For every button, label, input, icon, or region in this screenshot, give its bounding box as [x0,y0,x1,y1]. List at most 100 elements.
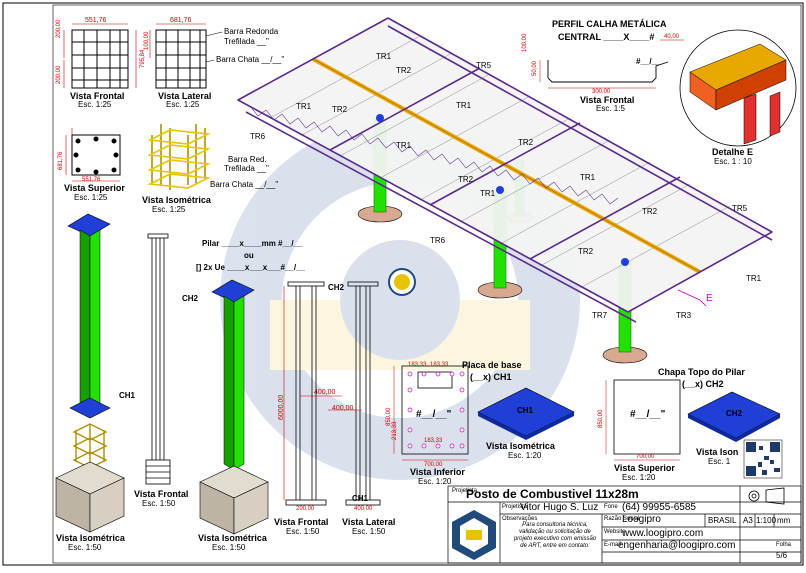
tb-label-email: E-mail [604,542,622,548]
truss-label-tr1-g: TR1 [746,274,762,283]
truss-label-tr1-e: TR1 [580,173,596,182]
truss-label-tr5-b: TR5 [732,204,748,213]
frontal-top-scale: Esc. 1:25 [78,100,112,109]
frontal-column-scale: Esc. 1:50 [142,499,176,508]
tb-website[interactable]: www.loogipro.com [622,528,704,539]
tb-sheet-size: A3 [743,516,753,525]
detail-marker-e: E [706,293,713,304]
truss-label-tr2-f: TR2 [578,247,594,256]
pilar-dim-height: 6000,00 [278,394,285,420]
top-plate-dim-w: 700,00 [636,454,655,460]
pilar-spec-line-2: ou [244,251,254,260]
top-plate-scale: Esc. 1:20 [622,473,656,482]
pilar-frontal-tag-top: CH2 [328,283,345,292]
iso-cage-scale: Esc. 1:25 [152,205,186,214]
dim-frontal-h2: 795,84 [140,49,146,68]
tb-unit: mm [777,516,791,525]
top-plate-thickness: #__/__" [630,409,666,420]
top-plate-isometric [687,391,781,442]
base-plate-dim-width: 700,00 [424,462,443,468]
tb-label-designer: Projetista [502,504,528,510]
iso-column-right-title: Vista Isométrica [198,533,267,543]
truss-label-tr1-f: TR1 [480,189,496,198]
center-logo [388,268,416,296]
base-plate-dim-d: 213,33 [392,421,398,440]
superior-top-scale: Esc. 1:25 [74,193,108,202]
company-logo [452,510,496,560]
pilar-lateral-dim-base: 400,00 [354,506,373,512]
tb-label-company: Razão Social [604,516,640,522]
cage-frontal-view [63,23,137,89]
superior-top-title: Vista Superior [64,183,125,193]
calha-scale: Esc. 1:5 [596,104,625,113]
tb-designer: Vitor Hugo S. Luz [520,502,599,513]
iso-cage-note-3: Barra Chata __/__" [210,180,279,189]
top-plate-title: Chapa Topo do Pilar [658,367,745,377]
base-plate-iso-tag: CH1 [517,406,534,415]
dim-frontal-h1: 200,00 [56,19,62,38]
top-plate-drawing [605,379,681,461]
truss-label-tr2-c: TR2 [518,138,534,147]
iso-column-right-tag: CH2 [182,294,199,303]
truss-label-tr6-a: TR6 [250,132,266,141]
column-isometric-right [199,279,269,535]
iso-column-left-title: Vista Isométrica [56,533,125,543]
iso-cage-note-2: Trefilada __" [224,164,269,173]
dim-lateral-h: 100,00 [144,31,150,50]
pilar-lateral-scale: Esc. 1:50 [352,527,386,536]
calha-dim-3: 50,00 [532,60,538,76]
base-plate-dim-a: 183,33 [408,362,427,368]
canopy-structure [236,17,774,364]
truss-label-tr7: TR7 [592,311,608,320]
base-plate-dim-e: 183,33 [424,438,443,444]
tb-email[interactable]: engenharia@loogipro.com [618,540,736,551]
tb-project-title: Posto de Combustivel 11x28m [466,487,639,501]
dim-superior-w: 551,76 [82,177,101,183]
tb-label-site: Website [604,529,626,535]
truss-label-tr3: TR3 [676,311,692,320]
iso-cage-title: Vista Isométrica [142,195,211,205]
truss-label-tr1-a: TR1 [376,52,392,61]
base-plate-scale: Esc. 1:20 [418,477,452,486]
base-plate-iso-scale: Esc. 1:20 [508,451,542,460]
lateral-note-2: Trefilada __" [224,37,269,46]
top-plate-iso-scale: Esc. 1 [708,457,731,466]
frontal-top-title: Vista Frontal [70,91,125,101]
pilar-frontal-drawing [283,281,342,506]
top-plate-view: Vista Superior [614,463,675,473]
tb-page: 5/6 [776,551,788,560]
tb-label-notes: Observações [502,516,538,522]
pilar-lateral-dim-width: 400,00 [332,405,354,412]
lateral-note-1: Barra Redonda [224,27,279,36]
tb-scale: 1:100 [756,516,777,525]
tb-notes: Para consultoria técnica, validação ou s… [513,522,597,549]
pilar-spec-line-3: [] 2x Ue ____x___x___#__/__ [196,263,305,272]
lateral-note-3: Barra Chata __/__" [216,55,285,64]
truss-label-tr2-b: TR2 [332,105,348,114]
calha-view: Vista Frontal [580,95,635,105]
cage-isometric-view [147,124,211,190]
tb-label-project: Projetista [452,488,478,494]
dim-frontal-h3: 200,00 [56,65,62,84]
pilar-frontal-scale: Esc. 1:50 [286,527,320,536]
base-plate-iso-title: Vista Isométrica [486,441,555,451]
top-plate-iso-title: Vista Ison [696,447,739,457]
base-plate-drawing [393,365,469,461]
qr-code [743,439,783,479]
dim-frontal-width: 551,76 [85,17,107,24]
calha-dim-2: 100,00 [522,33,528,52]
lateral-top-title: Vista Lateral [158,91,212,101]
pilar-frontal-tag-bottom: CH1 [352,494,369,503]
calha-profile-drawing [539,39,684,89]
pilar-lateral-drawing [328,281,381,506]
lateral-top-scale: Esc. 1:25 [166,100,200,109]
base-plate-thickness: #__/__" [416,409,452,420]
truss-label-tr6-b: TR6 [430,236,446,245]
base-plate-subtitle: (__x) CH1 [470,372,512,382]
dim-lateral-width: 681,76 [170,17,192,24]
title-block-frame [447,485,802,564]
top-plate-iso-tag: CH2 [726,409,743,418]
cage-superior-view [65,128,121,182]
